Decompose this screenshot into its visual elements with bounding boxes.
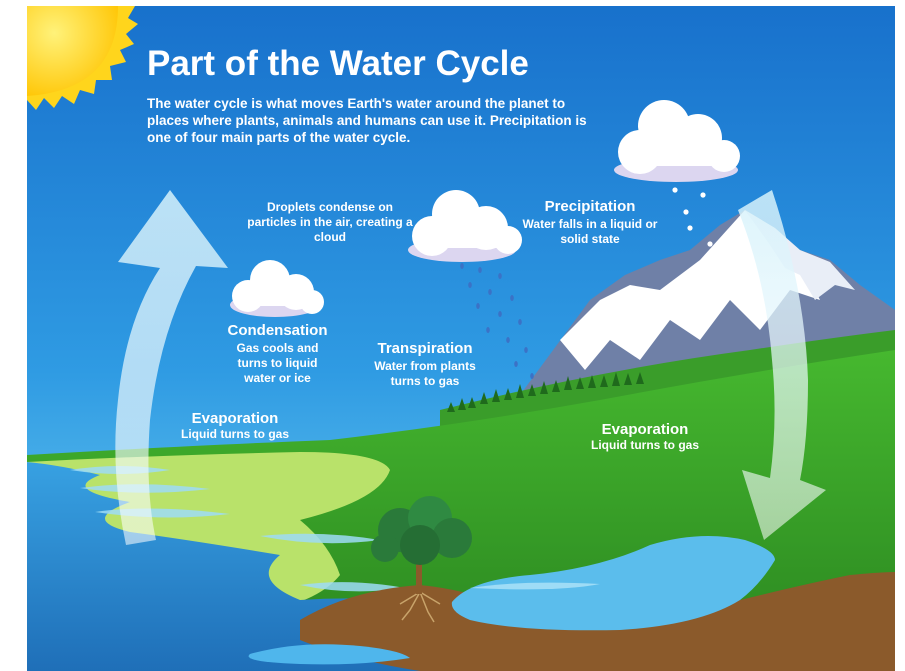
evaporation-left-label: Evaporation Liquid turns to gas: [160, 410, 310, 442]
transpiration-label: Transpiration Water from plants turns to…: [355, 340, 495, 389]
cloud-icon: [230, 260, 324, 317]
tree-roots: [399, 591, 441, 623]
lake: [451, 536, 775, 631]
evaporation-right-title: Evaporation: [601, 421, 689, 438]
sun-icon: [27, 6, 138, 110]
forest: [447, 372, 644, 412]
cloud-icon: [408, 190, 522, 262]
evaporation-right-body: Liquid turns to gas: [591, 438, 699, 452]
arrow-up-icon: [115, 190, 228, 545]
page-title: Part of the Water Cycle: [147, 44, 529, 83]
condense-note: Droplets condense on particles in the ai…: [247, 200, 413, 244]
arrow-down-icon: [738, 190, 826, 540]
precipitation-label: Precipitation Water falls in a liquid or…: [510, 198, 670, 247]
condensation-title: Condensation: [227, 322, 328, 339]
rain-drops-icon: [460, 263, 534, 379]
evaporation-left-title: Evaporation: [191, 410, 279, 427]
cloud-icon: [614, 100, 740, 182]
snow-drops-icon: [672, 187, 713, 247]
condensation-body: Gas cools and turns to liquid water or i…: [236, 341, 319, 385]
precipitation-title: Precipitation: [544, 198, 636, 215]
condensation-label: Condensation Gas cools and turns to liqu…: [205, 322, 350, 386]
underground-water: [248, 644, 410, 665]
tree-icon: [371, 496, 472, 594]
evaporation-left-body: Liquid turns to gas: [181, 427, 289, 441]
intro-paragraph: The water cycle is what moves Earth's wa…: [147, 96, 587, 145]
evaporation-right-label: Evaporation Liquid turns to gas: [570, 421, 720, 453]
precipitation-body: Water falls in a liquid or solid state: [522, 217, 658, 246]
transpiration-title: Transpiration: [377, 340, 473, 357]
transpiration-body: Water from plants turns to gas: [374, 359, 476, 388]
